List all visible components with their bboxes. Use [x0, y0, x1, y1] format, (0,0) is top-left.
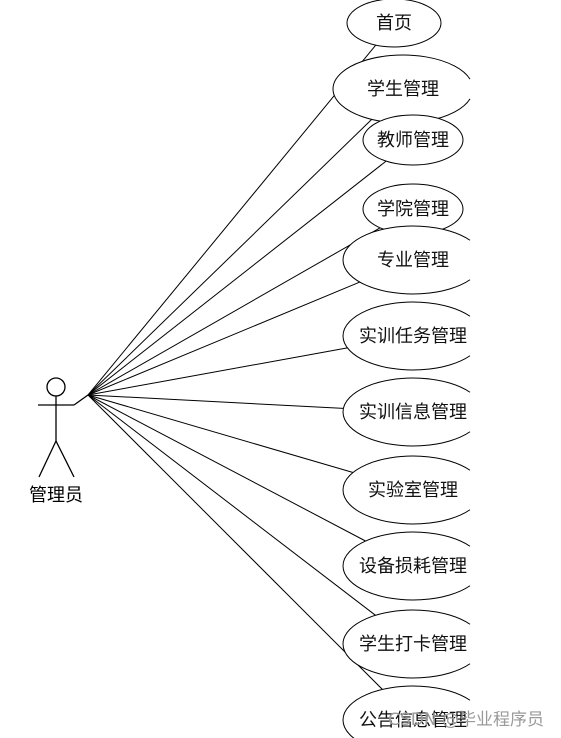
use-case-ellipse	[342, 301, 471, 371]
use-case-label: 实训任务管理	[359, 326, 467, 347]
actor-admin: 管理员	[29, 377, 89, 506]
use-case-label: 学生管理	[367, 79, 439, 100]
association-line	[87, 347, 348, 396]
use-case-label: 学院管理	[377, 199, 449, 220]
use-case-label: 学生打卡管理	[359, 634, 467, 655]
use-case-group: 首页学生管理教师管理学院管理专业管理实训任务管理实训信息管理实验室管理设备损耗管…	[332, 0, 471, 738]
association-line	[87, 394, 354, 473]
use-case-label: 教师管理	[377, 130, 449, 151]
use-case-ellipse	[342, 225, 471, 295]
use-case-ellipse	[362, 114, 464, 166]
actor-left-leg	[38, 440, 57, 478]
use-case-ellipse	[342, 609, 471, 679]
use-case-label: 实训信息管理	[359, 402, 467, 423]
use-case-ellipse	[342, 455, 471, 525]
use-case-ellipse	[342, 531, 471, 601]
association-line	[87, 227, 381, 396]
association-lines	[87, 44, 387, 690]
actor-label: 管理员	[29, 485, 83, 506]
association-line	[87, 394, 376, 616]
use-case-ellipse	[342, 377, 471, 447]
use-case-label: 实验室管理	[368, 480, 458, 501]
actor-right-leg	[55, 440, 75, 478]
association-line	[87, 394, 383, 690]
actor-head	[46, 377, 66, 397]
watermark: CSDN @毕业程序员	[388, 710, 544, 730]
association-line	[87, 44, 377, 396]
use-case-label: 专业管理	[377, 250, 449, 271]
use-case-ellipse	[346, 0, 442, 48]
actor-connector	[73, 394, 89, 406]
use-case-label: 设备损耗管理	[359, 556, 467, 577]
use-case-label: 首页	[376, 13, 412, 34]
association-line	[87, 160, 387, 396]
use-case-label: 公告信息管理	[359, 710, 467, 731]
association-line	[87, 394, 366, 542]
association-line	[87, 119, 373, 396]
association-line	[87, 394, 344, 409]
association-line	[87, 281, 360, 396]
use-case-ellipse	[342, 685, 471, 738]
